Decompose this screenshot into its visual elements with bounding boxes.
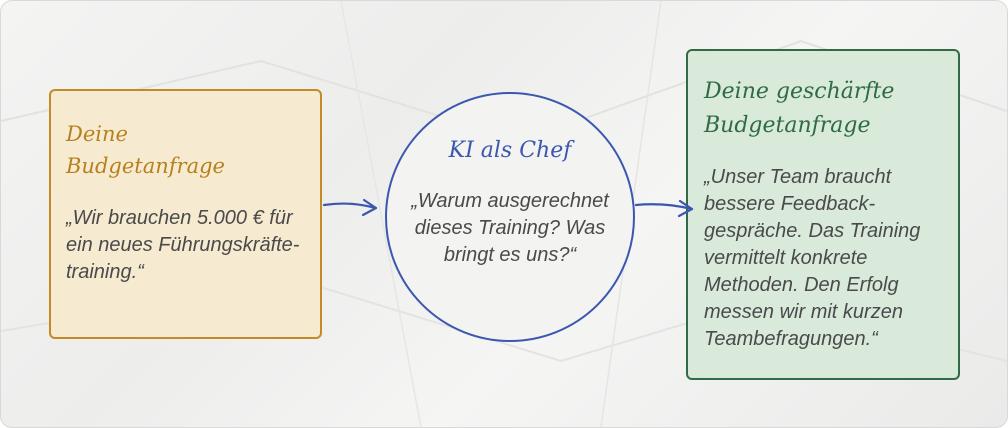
budget-request-box <box>49 89 322 339</box>
arrow-left-to-circle <box>322 198 378 217</box>
ai-boss-quote: „Warum ausgerechnet dieses Training? Was… <box>411 190 609 266</box>
ai-boss-title: KI als Chef <box>448 138 572 163</box>
budget-request-title-line1: Deine <box>66 122 128 146</box>
budget-request-title: Deine Budgetanfrage <box>66 118 286 182</box>
sharpened-request-box <box>686 49 960 380</box>
budget-request-title-line2: Budgetanfrage <box>66 154 225 178</box>
ai-boss-circle <box>385 92 635 342</box>
sharpened-request-title-line2: Budgetanfrage <box>704 113 871 138</box>
sharpened-request-quote: „Unser Team braucht bessere Feedback-ges… <box>704 166 921 350</box>
sharpened-request-title-line1: Deine geschärfte <box>704 79 895 104</box>
budget-request-quote: „Wir brauchen 5.000 € für ein neues Führ… <box>66 207 300 283</box>
arrow-circle-to-right <box>634 199 694 218</box>
sharpened-request-title: Deine geschärfte Budgetanfrage <box>704 75 944 143</box>
